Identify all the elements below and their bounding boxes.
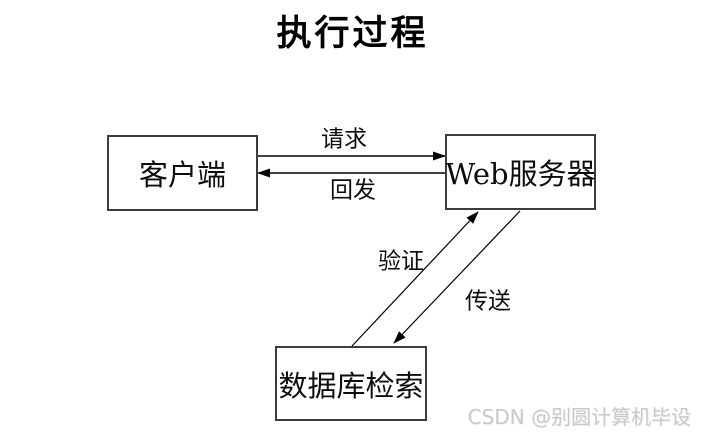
request-arrow-label: 请求	[321, 126, 367, 153]
transfer-arrow-label: 传送	[465, 288, 511, 315]
transfer-arrow	[393, 210, 521, 344]
csdn-watermark: CSDN @别圆计算机毕设	[467, 405, 691, 429]
node-database: 数据库检索	[275, 346, 427, 421]
node-client: 客户端	[107, 135, 258, 211]
postback-arrow-label: 回发	[330, 177, 376, 204]
diagram-title: 执行过程	[276, 13, 429, 54]
node-web-server: Web服务器	[445, 134, 596, 210]
node-database-label: 数据库检索	[278, 368, 424, 403]
node-web-server-label: Web服务器	[445, 157, 596, 191]
node-client-label: 客户端	[138, 158, 226, 192]
verify-arrow-label: 验证	[378, 248, 424, 275]
verify-arrow	[351, 211, 479, 347]
